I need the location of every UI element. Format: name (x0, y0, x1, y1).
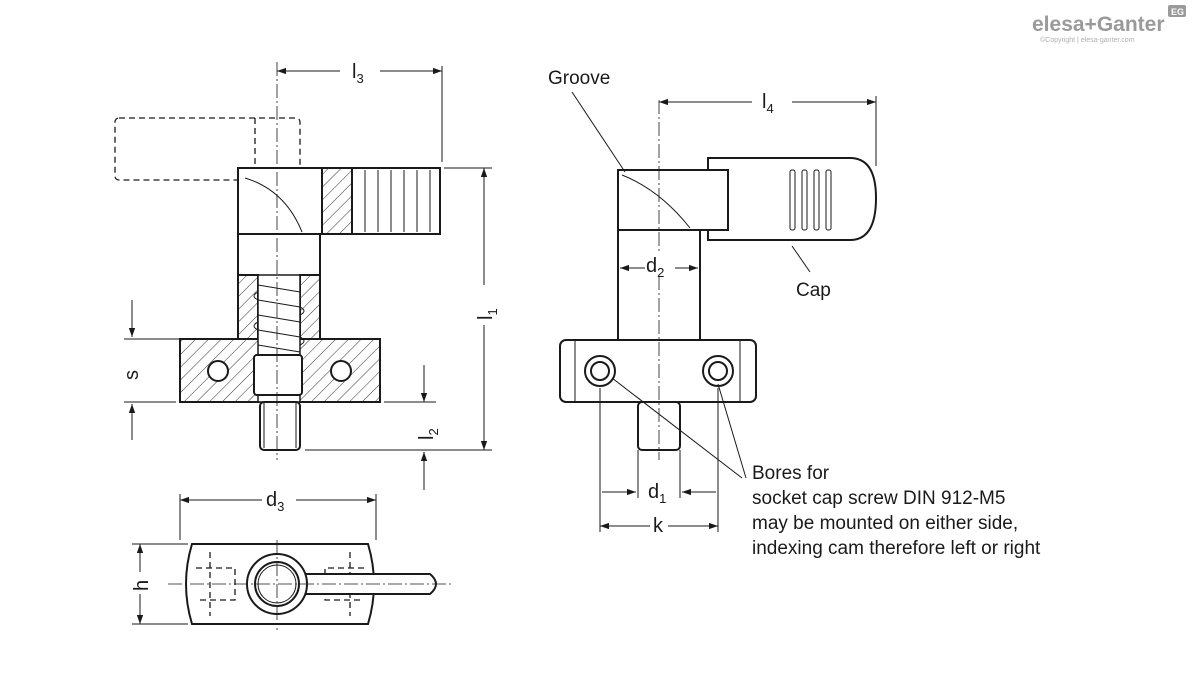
callout-groove: Groove (548, 68, 626, 173)
dim-k: k (599, 388, 719, 537)
svg-text:l1: l1 (475, 308, 500, 320)
dim-d2-main: d (646, 255, 657, 277)
dim-l3-main: l (352, 61, 356, 83)
dim-l4-main: l (762, 91, 766, 113)
svg-text:d2: d2 (646, 255, 664, 280)
dim-h-label: h (131, 580, 153, 591)
bores-line-1: Bores for (752, 463, 830, 484)
svg-text:l2: l2 (416, 428, 441, 440)
dim-k-label: k (653, 515, 664, 537)
dim-d1-sub: 1 (659, 491, 666, 506)
bores-line-2: socket cap screw DIN 912-M5 (752, 488, 1005, 509)
dim-l2-sub: 2 (426, 428, 441, 435)
bores-line-4: indexing cam therefore left or right (752, 538, 1041, 559)
callout-cap: Cap (791, 245, 831, 301)
brand-name: elesa+Ganter (1032, 13, 1165, 36)
svg-text:d3: d3 (266, 489, 284, 514)
dim-d2: d2 (620, 252, 698, 280)
dim-l1-sub: 1 (485, 308, 500, 315)
dim-l3: l3 (277, 58, 443, 162)
dim-d1: d1 (602, 450, 716, 506)
copyright-text: ©Copyright | elesa-ganter.com (1040, 36, 1135, 44)
brand-badge: EG (1171, 7, 1184, 17)
svg-text:l3: l3 (352, 61, 364, 86)
dim-d2-sub: 2 (657, 265, 664, 280)
dim-h: h (128, 543, 188, 625)
cap-label: Cap (796, 280, 831, 301)
dim-l1: l1 (305, 167, 500, 451)
dim-d3-sub: 3 (277, 499, 284, 514)
dim-d3: d3 (179, 486, 377, 540)
dim-s-label: s (121, 370, 143, 380)
bores-line-3: may be mounted on either side, (752, 513, 1018, 534)
side-view (559, 100, 878, 460)
dim-s: s (121, 300, 236, 440)
svg-text:l4: l4 (762, 91, 774, 116)
dim-l2-main: l (416, 436, 438, 440)
brand-logo: elesa+Ganter EG ©Copyright | elesa-gante… (1032, 5, 1186, 44)
dim-d3-main: d (266, 489, 277, 511)
dim-l2: l2 (384, 365, 441, 490)
callout-bores: Bores for socket cap screw DIN 912-M5 ma… (611, 377, 1041, 559)
dim-l4-sub: 4 (766, 101, 773, 116)
front-section-view (114, 62, 441, 460)
dim-l4: l4 (659, 88, 877, 166)
dim-l1-main: l (475, 316, 497, 320)
top-plan-view (168, 540, 452, 630)
dim-l3-sub: 3 (356, 71, 363, 86)
dim-d1-main: d (648, 481, 659, 503)
svg-text:d1: d1 (648, 481, 666, 506)
groove-label: Groove (548, 68, 610, 89)
